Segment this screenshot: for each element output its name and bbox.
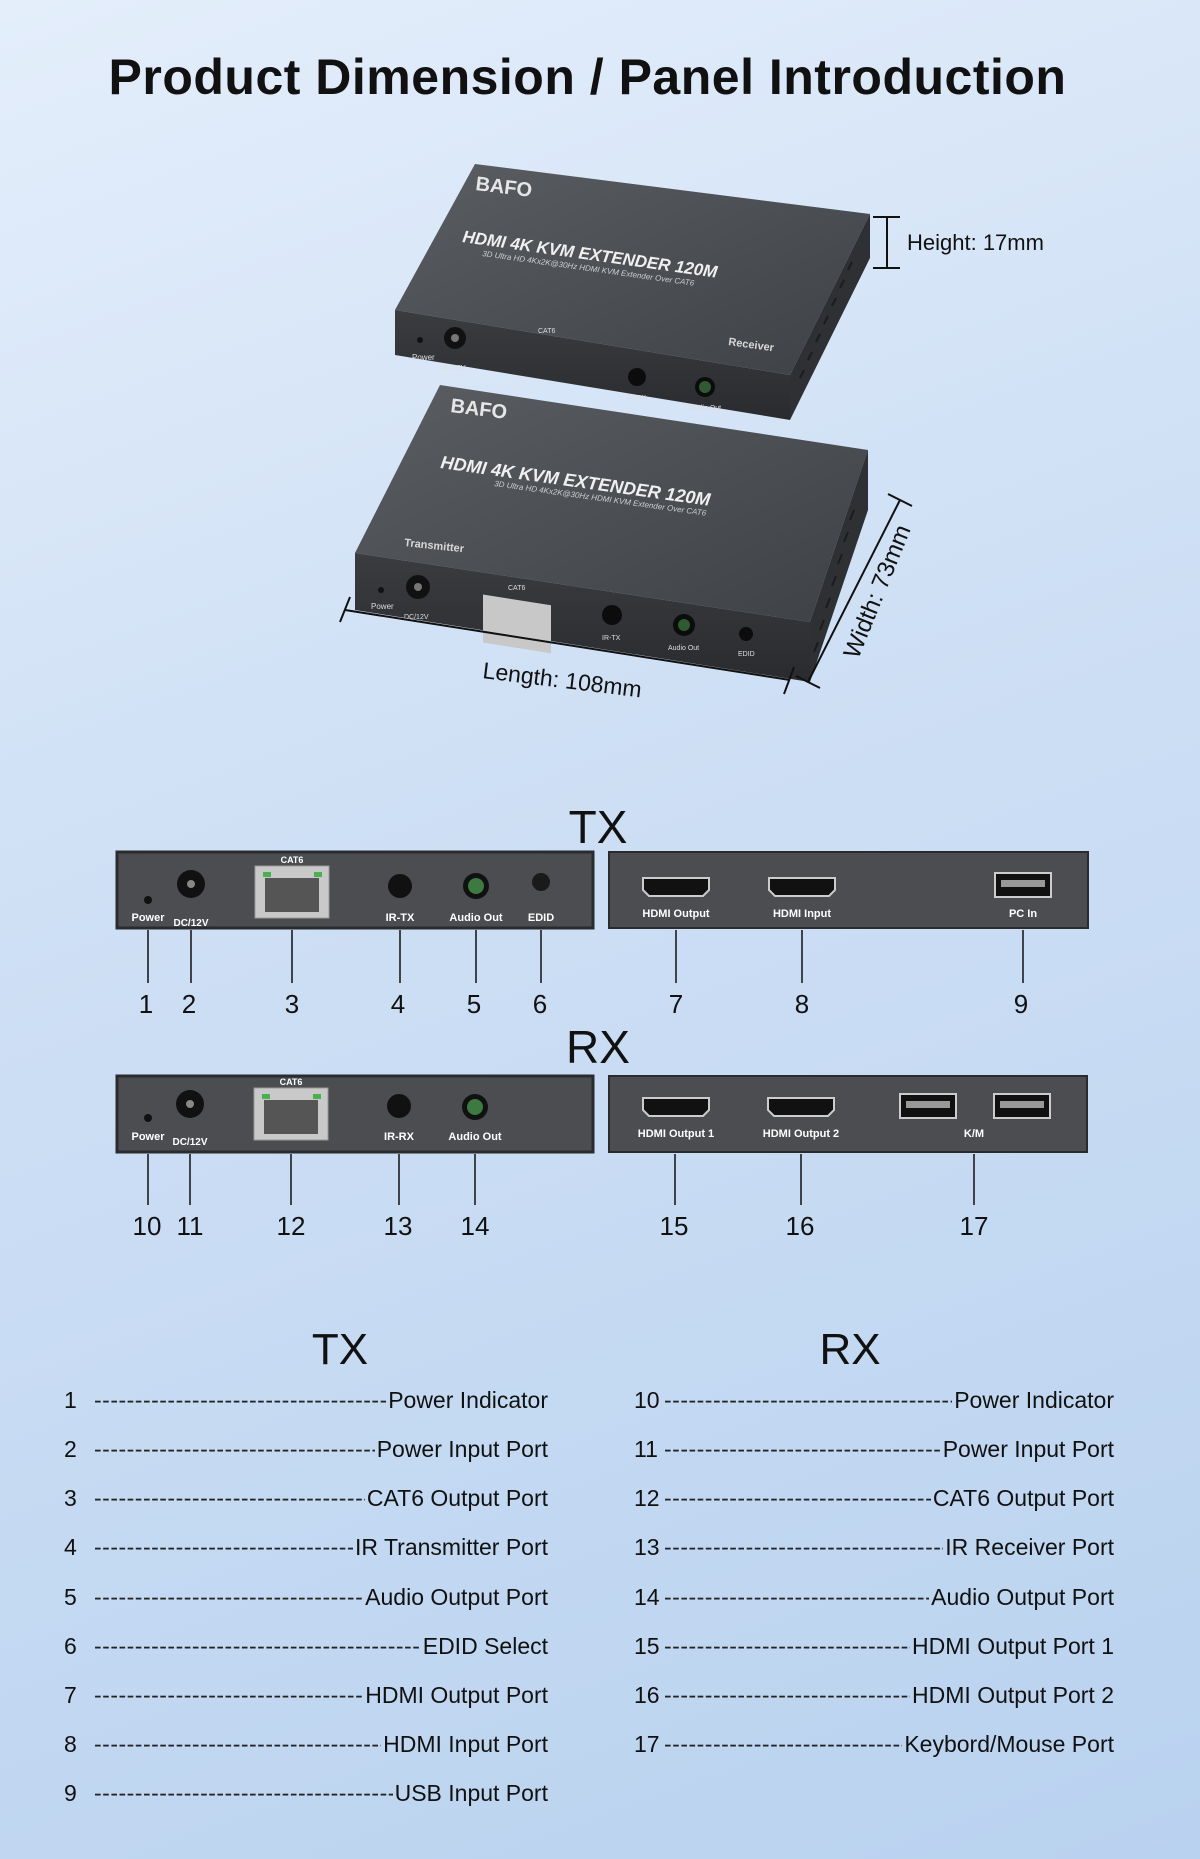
legend-tx-list: 1Power Indicator 2Power Input Port 3CAT6… [64,1376,548,1818]
length-label: Length: 108mm [481,657,643,702]
rx-front-panel: Power DC/12V CAT6 IR-RX Audio Out [115,1074,595,1154]
port-number: 1 [139,989,153,1019]
svg-text:Power: Power [371,602,394,611]
port-number: 15 [660,1211,689,1241]
legend-item: 4IR Transmitter Port [64,1523,548,1572]
legend-item: 15HDMI Output Port 1 [634,1622,1114,1671]
port-number: 17 [960,1211,989,1241]
svg-text:Power: Power [131,912,165,924]
rx-power-led [144,1114,152,1122]
legend-item: 9USB Input Port [64,1769,548,1818]
port-number: 10 [133,1211,162,1241]
svg-text:Power: Power [131,1131,165,1143]
port-number: 16 [786,1211,815,1241]
legend-item: 16HDMI Output Port 2 [634,1671,1114,1720]
legend-item: 5Audio Output Port [64,1572,548,1622]
legend-item: 2Power Input Port [64,1425,548,1474]
rx-ir-port [387,1094,411,1118]
legend-item: 7HDMI Output Port [64,1671,548,1720]
legend-item: 1Power Indicator [64,1376,548,1425]
rx-section-label: RX [566,1021,630,1073]
port-number: 14 [461,1211,490,1241]
product-illustration: BAFO HDMI 4K KVM EXTENDER 120M 3D Ultra … [339,164,1044,702]
legend-tx-title: TX [311,1325,369,1374]
legend-item: 13IR Receiver Port [634,1523,1114,1572]
port-number: 13 [384,1211,413,1241]
legend-item: 17Keybord/Mouse Port [634,1720,1114,1769]
svg-text:IR-RX: IR-RX [627,395,646,402]
port-number: 11 [177,1211,204,1241]
svg-text:HDMI Output 2: HDMI Output 2 [763,1128,839,1140]
receiver-unit: BAFO HDMI 4K KVM EXTENDER 120M 3D Ultra … [395,164,870,474]
svg-text:CAT6: CAT6 [281,855,304,865]
port-number: 9 [1014,989,1028,1019]
port-number: 3 [285,989,299,1019]
port-number: 5 [467,989,481,1019]
port-number: 2 [182,989,196,1019]
length-dimension [339,596,795,695]
legend-item: 3CAT6 Output Port [64,1474,548,1523]
legend-item: 14Audio Output Port [634,1572,1114,1622]
width-dimension [795,493,913,689]
svg-text:IR-TX: IR-TX [602,635,621,642]
rx-leader-lines [147,1154,975,1205]
tx-hdmi-input [768,877,836,897]
legend-item: 12CAT6 Output Port [634,1474,1114,1523]
rx-port-numbers: 10 11 12 13 14 15 16 17 [133,1211,989,1241]
height-dimension [873,216,900,269]
port-number: 7 [669,989,683,1019]
rx-rear-panel: HDMI Output 1 HDMI Output 2 K/M [608,1075,1088,1153]
port-number: 12 [277,1211,306,1241]
tx-section-label: TX [568,801,628,853]
legend-item: 11Power Input Port [634,1425,1114,1474]
svg-text:CAT6: CAT6 [280,1077,303,1087]
svg-text:DC/12V: DC/12V [172,1137,207,1148]
tx-hdmi-output [642,877,710,897]
svg-text:HDMI Output: HDMI Output [642,908,710,920]
tx-port-numbers: 1 2 3 4 5 6 7 8 9 [139,989,1028,1019]
rx-panel-diagram: Power DC/12V CAT6 IR-RX Audio Out HDMI O… [115,1074,1088,1241]
height-label: Height: 17mm [907,230,1044,255]
page-title: Product Dimension / Panel Introduction [108,49,1067,105]
tx-edid-button [532,873,550,891]
svg-text:IR-TX: IR-TX [386,912,415,924]
svg-text:CAT6: CAT6 [508,585,525,592]
tx-leader-lines [147,930,1024,983]
rx-hdmi-output-1 [642,1097,710,1117]
svg-text:PC In: PC In [1009,908,1037,920]
legend-rx-title: RX [819,1325,881,1374]
svg-text:CAT6: CAT6 [538,328,555,335]
rx-hdmi-output-2 [767,1097,835,1117]
svg-text:DC/12V: DC/12V [404,614,429,621]
port-number: 6 [533,989,547,1019]
tx-rear-panel: HDMI Output HDMI Input PC In [608,851,1089,929]
transmitter-unit: BAFO HDMI 4K KVM EXTENDER 120M 3D Ultra … [355,385,868,682]
svg-text:EDID: EDID [738,651,755,658]
port-number: 4 [391,989,405,1019]
svg-text:K/M: K/M [964,1128,984,1140]
svg-text:IR-RX: IR-RX [384,1131,415,1143]
tx-ir-port [388,874,412,898]
svg-text:EDID: EDID [528,912,554,924]
legend-item: 8HDMI Input Port [64,1720,548,1769]
port-number: 8 [795,989,809,1019]
svg-text:Audio Out: Audio Out [690,405,721,412]
legend-item: 10Power Indicator [634,1376,1114,1425]
svg-text:HDMI Input: HDMI Input [773,908,831,920]
svg-text:DC/12V: DC/12V [441,365,466,372]
svg-text:Audio Out: Audio Out [668,645,699,652]
tx-front-panel: Power DC/12V CAT6 IR-TX Audio Out EDID [115,850,595,930]
svg-text:DC/12V: DC/12V [173,918,208,929]
tx-panel-diagram: Power DC/12V CAT6 IR-TX Audio Out EDID H… [115,850,1089,1019]
legend-rx-list: 10Power Indicator 11Power Input Port 12C… [634,1376,1114,1769]
svg-text:Audio Out: Audio Out [448,1131,501,1143]
svg-text:Audio Out: Audio Out [449,912,502,924]
legend-item: 6EDID Select [64,1622,548,1671]
tx-power-led [144,896,152,904]
svg-text:HDMI Output 1: HDMI Output 1 [638,1128,714,1140]
svg-text:Power: Power [412,353,435,362]
